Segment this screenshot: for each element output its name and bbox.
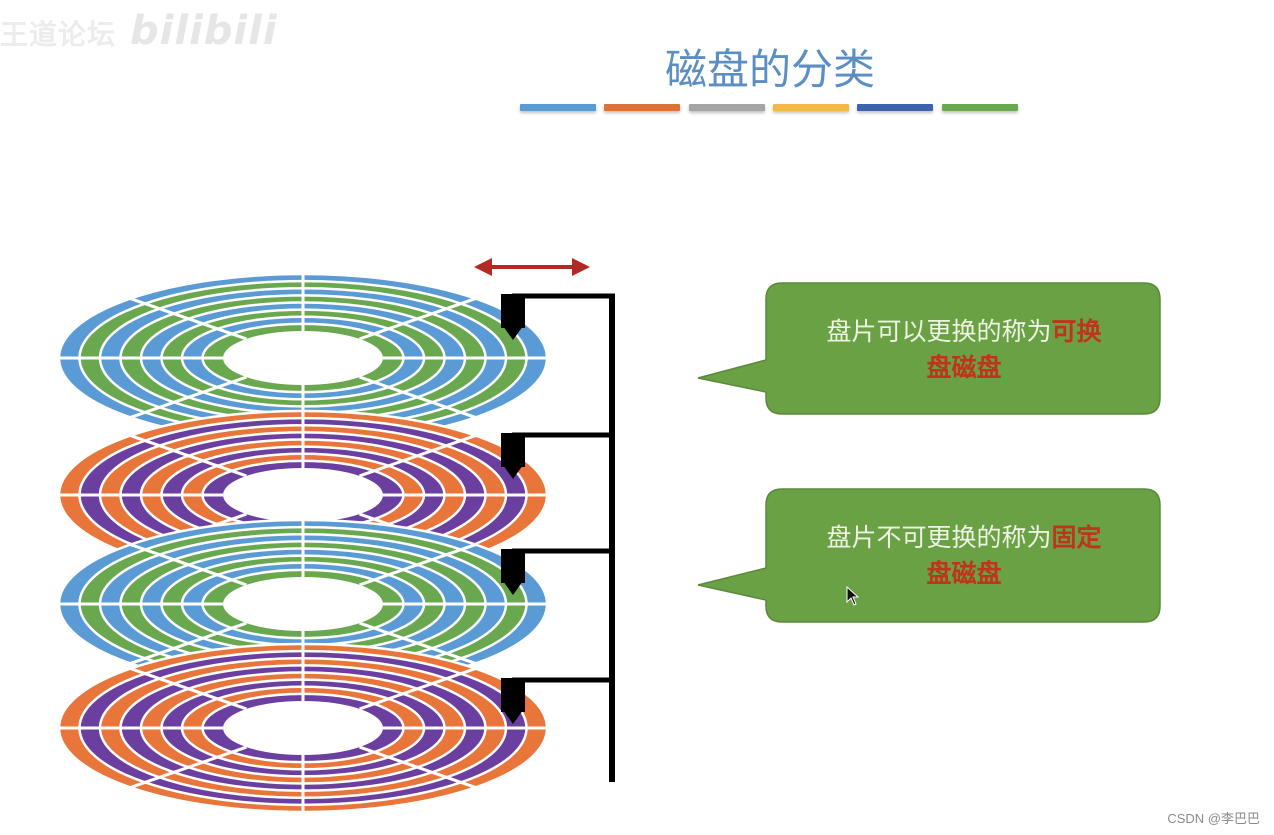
actuator-arm [501, 293, 615, 782]
sector-divider [359, 621, 477, 665]
bilibili-logo-icon: bilibili [130, 8, 278, 54]
sector-divider [359, 667, 477, 711]
callout-highlight-text: 盘磁盘 [926, 559, 1002, 588]
spindle-hole [223, 577, 383, 631]
watermark-text: 王道论坛 [0, 18, 117, 51]
read-write-head-icon [501, 433, 525, 479]
callout-highlight-text: 盘磁盘 [926, 353, 1002, 382]
sector-divider [129, 434, 247, 478]
sector-divider [129, 543, 247, 587]
footer-credit: CSDN @李巴巴 [1167, 811, 1260, 826]
read-write-head-icon [501, 678, 525, 724]
slide-title: 磁盘的分类 [664, 45, 875, 94]
accent-bar [604, 104, 680, 111]
sector-divider [129, 297, 247, 341]
movement-arrow-icon [474, 258, 590, 276]
callout-bubble-removable [697, 282, 1161, 415]
sector-divider [129, 375, 247, 419]
platter-3 [57, 518, 549, 690]
sector-divider [129, 745, 247, 789]
mouse-cursor-icon [846, 586, 860, 606]
spindle-hole [223, 331, 383, 385]
callout-highlight-text: 可换 [1051, 317, 1102, 346]
accent-bar [689, 104, 765, 111]
read-write-head-icon [501, 549, 525, 595]
sector-divider [129, 621, 247, 665]
spindle-hole [223, 468, 383, 522]
callout-plain-text: 盘片可以更换的称为 [826, 317, 1052, 346]
sector-divider [129, 667, 247, 711]
accent-bar [857, 104, 933, 111]
platter-4 [57, 642, 549, 814]
sector-divider [359, 375, 477, 419]
callout-plain-text: 盘片不可更换的称为 [826, 523, 1052, 552]
callout-text-removable: 盘片可以更换的称为可换 盘磁盘 [778, 314, 1150, 386]
callout-bubble-fixed [697, 488, 1161, 623]
sector-divider [359, 745, 477, 789]
accent-bar [773, 104, 849, 111]
spindle-hole [223, 701, 383, 755]
sector-divider [359, 297, 477, 341]
platter-stack [57, 272, 549, 814]
callout-text-fixed: 盘片不可更换的称为固定 盘磁盘 [778, 520, 1150, 592]
read-write-head-icon [501, 294, 525, 340]
callout-highlight-text: 固定 [1051, 523, 1102, 552]
watermark: 王道论坛 bilibili [0, 8, 278, 54]
accent-bar [520, 104, 596, 111]
sector-divider [359, 543, 477, 587]
sector-divider [359, 434, 477, 478]
accent-bar [942, 104, 1018, 111]
